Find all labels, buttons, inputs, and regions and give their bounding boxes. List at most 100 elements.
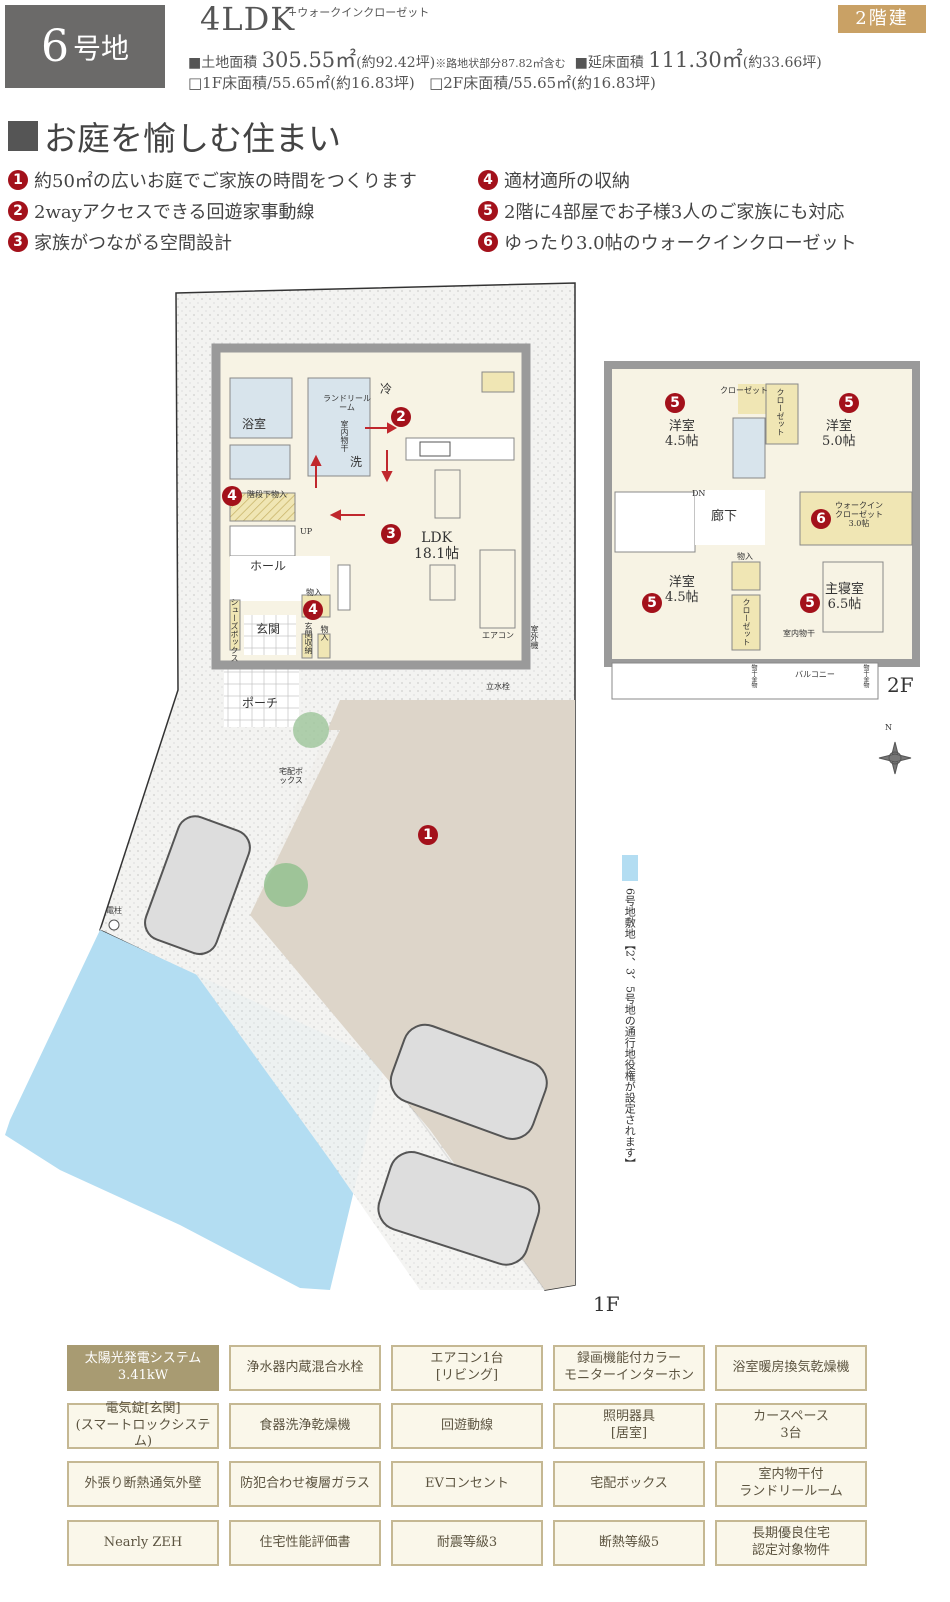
- feature-line1: 太陽光発電システム: [84, 1351, 202, 1367]
- utility-pole-label: 電柱: [106, 906, 122, 915]
- feature-badge: 長期優良住宅認定対象物件: [715, 1520, 867, 1566]
- closet-label-3: クローゼット: [742, 598, 751, 646]
- feature-badge: 外張り断熱通気外壁: [67, 1461, 219, 1507]
- feature-badge: 住宅性能評価書: [229, 1520, 381, 1566]
- feature-line1: 住宅性能評価書: [259, 1534, 351, 1550]
- point-text: 約50㎡の広いお庭でご家族の時間をつくります: [34, 171, 417, 192]
- room-label-washer: 洗: [350, 455, 363, 469]
- feature-badge: 室内物干付ランドリールーム: [715, 1461, 867, 1507]
- room-label-storage: 物入: [306, 588, 322, 597]
- lot-number-badge: 6 号地: [5, 5, 165, 88]
- feature-badge: 防犯合わせ複層ガラス: [229, 1461, 381, 1507]
- marker-4: 4: [222, 485, 248, 506]
- genkan: [244, 615, 296, 655]
- faucet-label: 立水栓: [486, 682, 510, 691]
- feature-badge: 断熱等級5: [553, 1520, 705, 1566]
- feature-line2: 3.41kW: [117, 1368, 169, 1383]
- feature-line1: 食器洗浄乾燥機: [259, 1417, 351, 1433]
- feature-badge: エアコン1台[リビング]: [391, 1345, 543, 1391]
- car-icon: [389, 1023, 548, 1140]
- storage-label: 物入: [737, 552, 753, 561]
- feature-line1: Nearly ZEH: [103, 1534, 183, 1550]
- closet-2f-c: [731, 594, 761, 651]
- feature-badge: 照明器具[居室]: [553, 1403, 705, 1449]
- land-area-value: 305.55㎡: [261, 48, 357, 72]
- feature-badge: 録画機能付カラーモニターインターホン: [553, 1345, 705, 1391]
- feature-line1: 録画機能付カラー: [576, 1351, 681, 1367]
- feature-line1: 宅配ボックス: [590, 1475, 668, 1491]
- lot-suffix: 号地: [72, 31, 129, 65]
- tree-icon: [293, 712, 329, 748]
- plan-extra: +ウォークインクローゼット: [288, 6, 430, 19]
- floor2-area: □2F床面積/55.65㎡(約16.83坪): [429, 74, 656, 92]
- tv-board: [337, 564, 351, 611]
- closet-1f-c: [317, 633, 331, 659]
- closet-1f-b: [301, 633, 313, 659]
- floor-1f-tag: 1F: [593, 1292, 620, 1316]
- feature-line1: EVコンセント: [425, 1475, 509, 1491]
- compass-north-label: N: [885, 723, 892, 732]
- closet-2f-b: [765, 383, 799, 445]
- marker-3: 3: [381, 523, 407, 544]
- floor-2f-tag: 2F: [887, 673, 914, 697]
- point-marker: 3: [381, 524, 401, 544]
- corridor-label: 廊下: [711, 509, 738, 524]
- feature-line1: 浴室暖房換気乾燥機: [732, 1359, 850, 1375]
- feature-line2: [リビング]: [435, 1368, 499, 1383]
- aircon-label: エアコン: [482, 631, 514, 640]
- land-area-label: ■土地面積: [188, 55, 258, 71]
- closet-label-2: クローゼット: [776, 388, 785, 436]
- car-icon: [144, 815, 251, 956]
- hanger-label-2: 物干金物: [862, 664, 869, 688]
- feature-line1: 外張り断熱通気外壁: [84, 1475, 202, 1491]
- feature-line2: [居室]: [610, 1426, 648, 1441]
- utility-pole-icon: [108, 919, 120, 931]
- bed-master: [822, 561, 884, 633]
- marker-5a: 5: [665, 392, 691, 413]
- feature-line2: (スマートロックシステム): [75, 1417, 211, 1450]
- feature-badge: EVコンセント: [391, 1461, 543, 1507]
- ldk-size: 18.1帖: [414, 546, 460, 563]
- porch: [224, 662, 299, 727]
- point-marker: 4: [222, 486, 242, 506]
- storage-2f: [731, 561, 761, 591]
- point-marker: 1: [418, 825, 438, 845]
- hall: [230, 556, 330, 601]
- balcony-label: バルコニー: [795, 670, 835, 679]
- flow-arrows: [310, 422, 398, 521]
- site-plan-drawing: [5, 282, 920, 1291]
- land-area-tsubo: (約92.42坪): [356, 55, 436, 71]
- ldk-name: LDK: [421, 530, 453, 546]
- room-label-under-stairs: 階段下物入: [247, 490, 287, 499]
- closet-label: クローゼット: [720, 386, 768, 395]
- feature-line2: 認定対象物件: [751, 1543, 830, 1558]
- feature-badge: 耐震等級3: [391, 1520, 543, 1566]
- room-size: 6.5帖: [827, 596, 862, 612]
- feature-line1: カースペース: [753, 1409, 829, 1425]
- feature-badge: 回遊動線: [391, 1403, 543, 1449]
- car-icon: [377, 1151, 541, 1266]
- room-size: 4.5帖: [665, 433, 699, 449]
- pantry: [481, 371, 515, 393]
- point-marker: 6: [811, 509, 831, 529]
- marker-5b: 5: [839, 392, 865, 413]
- marker-1: 1: [418, 824, 444, 845]
- room-label-hall: ホール: [250, 559, 287, 573]
- feature-line1: 電気錠[玄関]: [105, 1400, 181, 1416]
- total-floor-value: 111.30㎡: [648, 48, 743, 72]
- garden-area: [250, 700, 575, 1290]
- room-name: 洋室: [668, 575, 695, 590]
- stairs-2f: [614, 491, 696, 553]
- plan-type: 4LDK: [200, 0, 296, 38]
- marker-5d: 5: [800, 592, 826, 613]
- room-label-bath: 浴室: [242, 417, 267, 431]
- point-marker: 2: [8, 201, 28, 221]
- feature-line1: 耐震等級3: [436, 1534, 498, 1550]
